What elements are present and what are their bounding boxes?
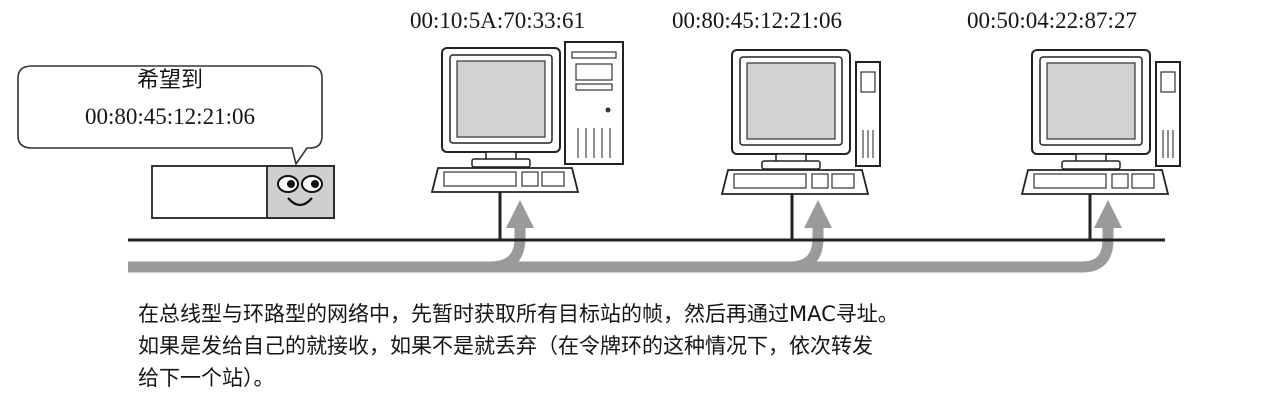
- bubble-destination-mac: 00:80:45:12:21:06: [85, 104, 255, 129]
- monitor-icon: [441, 47, 561, 168]
- mac-address-label: 00:80:45:12:21:06: [672, 8, 842, 33]
- tower-case: [855, 61, 881, 167]
- bubble-destination-label: 希望到: [136, 68, 203, 93]
- smiley-face-icon: [277, 175, 323, 207]
- keyboard-icon: [1021, 169, 1169, 195]
- monitor-icon: [731, 49, 851, 170]
- speech-bubble: [17, 65, 323, 166]
- computer-2: [721, 49, 881, 195]
- caption-line: 给下一个站）。: [138, 366, 275, 390]
- mac-address-label: 00:10:5A:70:33:61: [410, 8, 586, 33]
- keyboard-icon: [431, 167, 579, 193]
- keyboard-icon: [721, 169, 869, 195]
- computer-1: [431, 41, 624, 193]
- monitor-icon: [1031, 49, 1151, 170]
- face-panel: [266, 165, 335, 219]
- mac-address-label: 00:50:04:22:87:27: [967, 8, 1137, 33]
- caption-line: 在总线型与环路型的网络中，先暂时获取所有目标站的帧，然后再通过MAC寻址。: [138, 302, 899, 326]
- computer-3: [1021, 49, 1181, 195]
- sender-device: [151, 165, 335, 219]
- caption-line: 如果是发给自己的就接收，如果不是就丢弃（在令牌环的这种情况下，依次转发: [138, 334, 873, 358]
- tower-case: [1155, 61, 1181, 167]
- caption: 在总线型与环路型的网络中，先暂时获取所有目标站的帧，然后再通过MAC寻址。 如果…: [138, 298, 1238, 394]
- tower-case: [564, 41, 624, 165]
